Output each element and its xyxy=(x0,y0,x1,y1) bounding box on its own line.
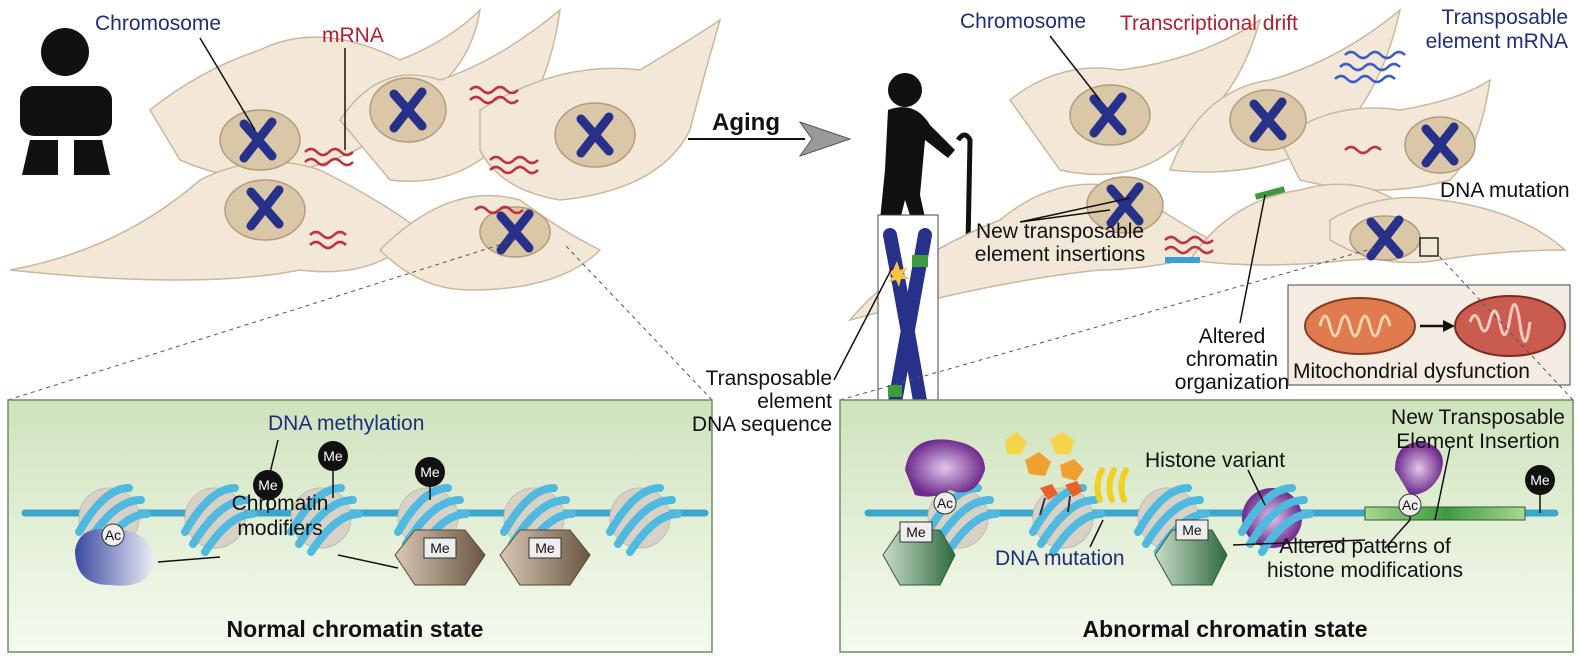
ac-marker-abn-2: Ac xyxy=(1402,497,1418,513)
label-transcriptional-drift: Transcriptional drift xyxy=(1120,12,1298,35)
baby-icon xyxy=(20,28,112,175)
ac-marker: Ac xyxy=(105,527,121,543)
label-histone-variant: Histone variant xyxy=(1145,449,1285,472)
label-dna-methylation: DNA methylation xyxy=(268,412,424,435)
me-marker-abn: Me xyxy=(1530,472,1550,488)
me-box-abn-1: Me xyxy=(906,524,926,540)
aging-arrow xyxy=(688,121,852,157)
me-marker-3: Me xyxy=(420,464,440,480)
me-box-abn-2: Me xyxy=(1182,522,1202,538)
aged-cells xyxy=(847,8,1567,322)
mitochondria-inset xyxy=(1287,284,1571,386)
label-mitochondrial-dysfunction: Mitochondrial dysfunction xyxy=(1293,360,1530,383)
label-chromosome-aged: Chromosome xyxy=(960,10,1086,33)
young-cells xyxy=(9,7,722,291)
me-box-1: Me xyxy=(430,540,450,556)
label-dna-mutation-top: DNA mutation xyxy=(1440,179,1570,202)
normal-chromatin-panel xyxy=(7,399,713,653)
normal-panel-title: Normal chromatin state xyxy=(227,616,484,642)
aging-label: Aging xyxy=(712,109,780,136)
abnormal-panel-title: Abnormal chromatin state xyxy=(1083,616,1368,642)
me-marker-2: Me xyxy=(323,448,343,464)
ac-marker-abn-1: Ac xyxy=(937,495,953,511)
me-box-2: Me xyxy=(535,540,555,556)
label-dna-mutation-panel: DNA mutation xyxy=(995,547,1125,570)
me-marker-1: Me xyxy=(258,477,278,493)
elderly-person-icon xyxy=(878,73,973,246)
label-mrna: mRNA xyxy=(322,24,384,47)
label-chromosome-young: Chromosome xyxy=(95,12,221,35)
protein-cluster xyxy=(1005,432,1084,516)
